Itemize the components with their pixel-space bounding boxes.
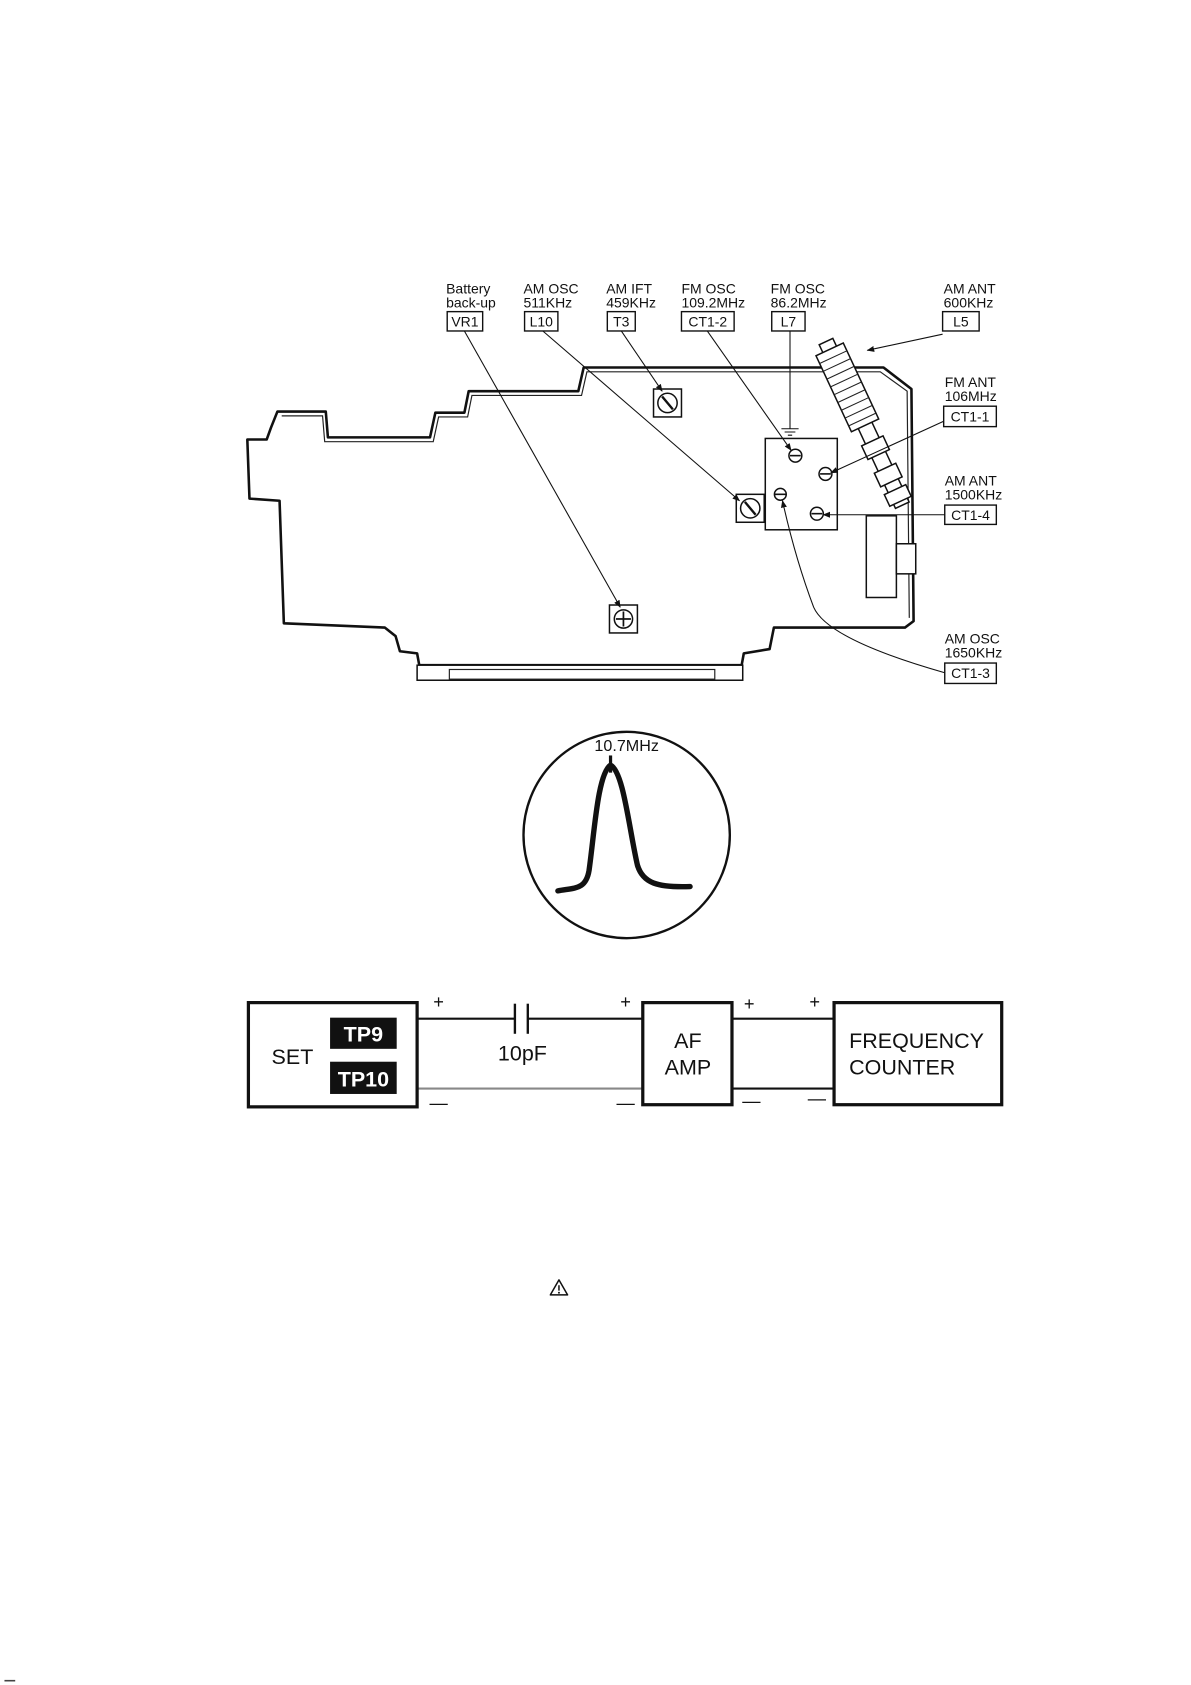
ct1-1-trimmer-icon — [819, 467, 832, 480]
polarity-minus: — — [808, 1088, 827, 1109]
capacitor-icon — [515, 1004, 528, 1034]
label-vr1: Battery back-up VR1 — [446, 280, 496, 331]
edge-connector — [417, 665, 743, 680]
set-label: SET — [272, 1045, 314, 1069]
tp9-label: TP9 — [344, 1022, 383, 1046]
ref-designator: CT1-2 — [688, 314, 727, 330]
polarity-minus: — — [429, 1092, 448, 1113]
ref-designator: L7 — [781, 314, 797, 330]
l10-coil-icon — [736, 494, 764, 522]
label-t3: AM IFT 459KHz T3 — [606, 280, 656, 331]
capacitor-value: 10pF — [498, 1042, 547, 1066]
ref-designator: VR1 — [451, 314, 478, 330]
af-amp-box: AF AMP — [643, 1003, 732, 1105]
label-ct1-1: FM ANT 106MHz CT1-1 — [944, 374, 997, 427]
polarity-plus: + — [809, 991, 820, 1012]
if-waveform-scope: 10.7MHz — [524, 732, 730, 938]
label-l5: AM ANT 600KHz L5 — [943, 280, 997, 331]
counter-line1: FREQUENCY — [849, 1029, 984, 1053]
label-line2: 600KHz — [944, 294, 994, 310]
label-line2: 1650KHz — [945, 645, 1002, 661]
polarity-plus: + — [620, 991, 631, 1012]
label-l10: AM OSC 511KHz L10 — [524, 280, 579, 331]
ref-designator: CT1-3 — [951, 665, 990, 681]
fm-tuner-shield — [765, 438, 837, 529]
ref-designator: L5 — [953, 314, 969, 330]
ct1-4-trimmer-icon — [810, 507, 823, 520]
ref-designator: CT1-1 — [951, 408, 990, 424]
label-line2: 86.2MHz — [771, 294, 827, 310]
leader-lines — [464, 331, 944, 673]
tp10-label: TP10 — [338, 1067, 389, 1091]
warning-icon — [550, 1280, 567, 1295]
frequency-counter-box: FREQUENCY COUNTER — [834, 1003, 1002, 1105]
ref-designator: CT1-4 — [951, 507, 990, 523]
label-line2: 109.2MHz — [681, 294, 745, 310]
set-box: SET TP9 TP10 — [248, 1003, 417, 1107]
label-l7: FM OSC 86.2MHz L7 — [771, 280, 827, 331]
label-ct1-2: FM OSC 109.2MHz CT1-2 — [681, 280, 745, 331]
ct1-2-trimmer-icon — [789, 449, 802, 462]
polarity-plus: + — [744, 993, 755, 1014]
ref-designator: T3 — [613, 314, 630, 330]
vr1-trimmer-icon — [609, 605, 637, 633]
l7-coil-icon — [774, 488, 786, 500]
label-line2: 511KHz — [524, 294, 573, 310]
label-ct1-3: AM OSC 1650KHz CT1-3 — [945, 631, 1002, 684]
pcb-adjustment-diagram: Battery back-up VR1 AM OSC 511KHz L10 AM… — [247, 280, 1002, 683]
polarity-minus: — — [742, 1090, 761, 1111]
label-ct1-4: AM ANT 1500KHz CT1-4 — [945, 473, 1002, 525]
label-line2: back-up — [446, 294, 496, 310]
label-line2: 459KHz — [606, 294, 656, 310]
af-amp-line2: AMP — [665, 1056, 712, 1080]
af-amp-line1: AF — [674, 1029, 701, 1053]
polarity-plus: + — [433, 991, 444, 1012]
label-line2: 1500KHz — [945, 487, 1002, 503]
t3-coil-icon — [654, 389, 682, 417]
counter-line2: COUNTER — [849, 1056, 955, 1080]
ref-designator: L10 — [530, 314, 554, 330]
peak-frequency-label: 10.7MHz — [594, 737, 658, 755]
polarity-minus: — — [616, 1092, 635, 1113]
frequency-test-setup: SET TP9 TP10 10pF AF AMP FREQUENCY COUNT… — [248, 991, 1001, 1113]
label-line2: 106MHz — [945, 388, 997, 404]
